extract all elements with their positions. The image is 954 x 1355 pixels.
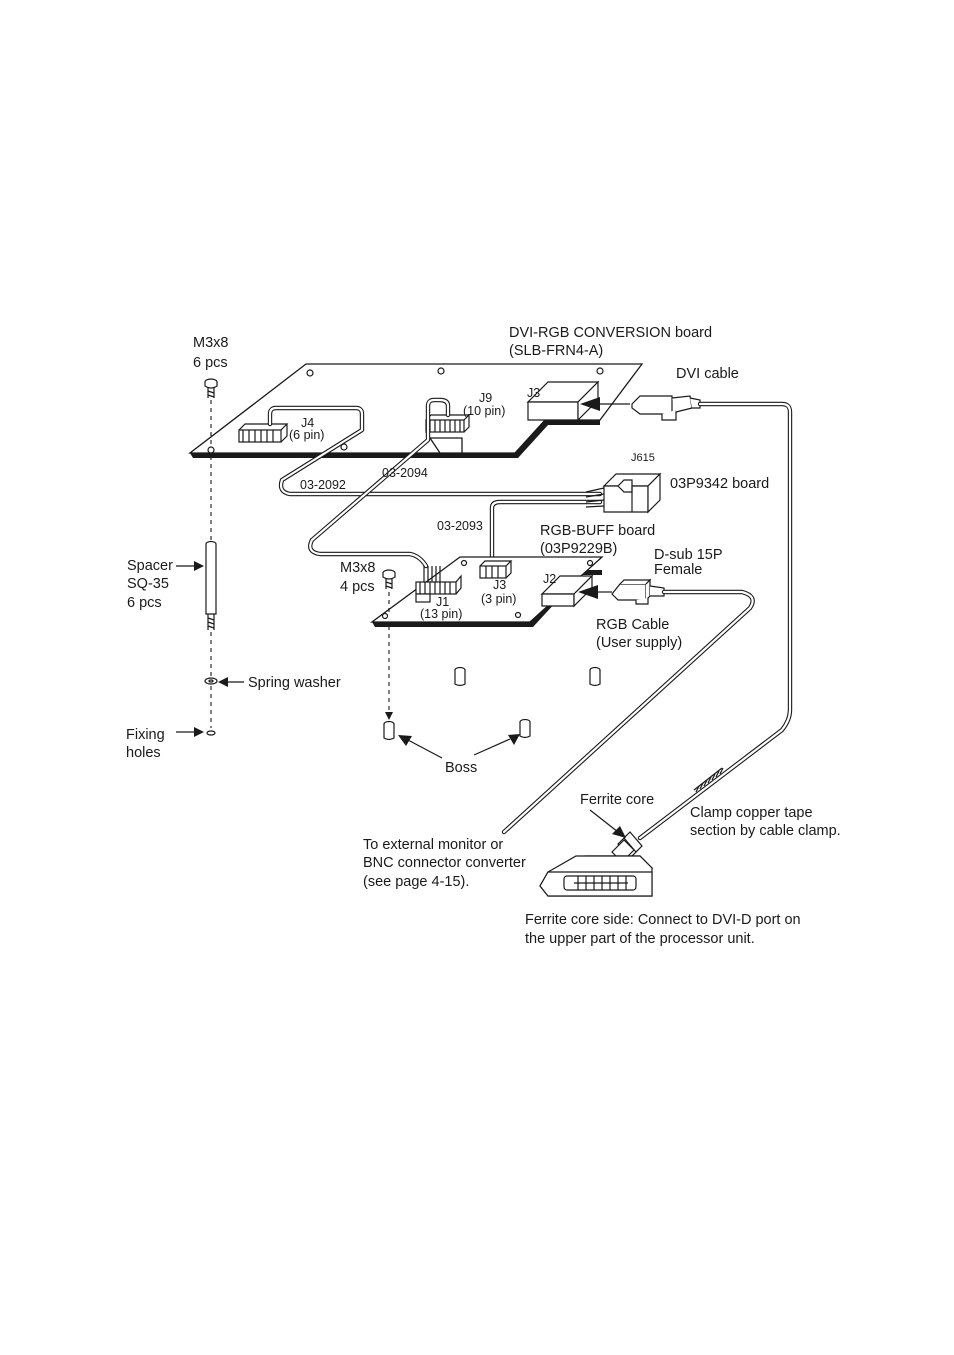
dvi-d-plug bbox=[539, 855, 654, 897]
fixing-holes-label-2: holes bbox=[126, 745, 161, 761]
clamp-copper-tape bbox=[693, 767, 724, 793]
rgb-insert-arrow bbox=[578, 585, 612, 599]
dvi-insert-arrow bbox=[580, 397, 630, 411]
ferrite-core-label: Ferrite core bbox=[580, 792, 654, 808]
j1-connector bbox=[415, 566, 462, 603]
dvi-rgb-board-model: (SLB-FRN4-A) bbox=[509, 343, 603, 359]
j1-pins-label: (13 pin) bbox=[420, 607, 462, 621]
external-monitor-label-3: (see page 4-15). bbox=[363, 874, 469, 890]
j615-label: J615 bbox=[631, 452, 655, 464]
clamp-label-2: section by cable clamp. bbox=[690, 823, 841, 839]
rgb-cable bbox=[501, 589, 755, 835]
boss-label: Boss bbox=[445, 760, 477, 776]
boss bbox=[589, 666, 601, 687]
screw-mid-arrow bbox=[385, 712, 393, 720]
cable-2093-label: 03-2093 bbox=[437, 519, 483, 533]
spring-washer-label: Spring washer bbox=[248, 675, 341, 691]
screw-mid-size: M3x8 bbox=[340, 560, 375, 576]
boss bbox=[383, 720, 395, 741]
screw-top bbox=[204, 378, 218, 398]
screw-top-qty: 6 pcs bbox=[193, 355, 228, 371]
board-03p9342-label: 03P9342 board bbox=[670, 476, 769, 492]
j615-connector bbox=[585, 472, 662, 514]
dsub-plug bbox=[611, 578, 665, 605]
spacer-label: Spacer bbox=[127, 558, 173, 574]
spacer bbox=[205, 540, 217, 630]
dvi-rgb-conversion-board bbox=[188, 363, 644, 458]
dvi-cable-label: DVI cable bbox=[676, 366, 739, 382]
boss bbox=[519, 718, 531, 739]
external-monitor-label: To external monitor or bbox=[363, 837, 503, 853]
dvi-cable bbox=[637, 401, 793, 841]
rgb-buff-board-label: RGB-BUFF board bbox=[540, 523, 655, 539]
fixing-hole bbox=[206, 730, 216, 736]
cable-2092-label: 03-2092 bbox=[300, 478, 346, 492]
rgb-cable-note: (User supply) bbox=[596, 635, 682, 651]
screw-top-size: M3x8 bbox=[193, 335, 228, 351]
cable-03-2094 bbox=[308, 397, 451, 569]
j4-label: J4 bbox=[301, 416, 314, 430]
rgb-cable-label: RGB Cable bbox=[596, 617, 669, 633]
cable-03-2093 bbox=[489, 499, 603, 567]
spring-washer bbox=[204, 677, 218, 685]
j4-connector bbox=[238, 423, 289, 443]
spacer-leader bbox=[176, 561, 204, 571]
fixing-leader bbox=[176, 727, 204, 737]
spacer-model: SQ-35 bbox=[127, 576, 169, 592]
dsub-gender-label: Female bbox=[654, 562, 702, 578]
j3-top-label: J3 bbox=[527, 386, 540, 400]
j9-label: J9 bbox=[479, 391, 492, 405]
j4-pins-label: (6 pin) bbox=[289, 428, 324, 442]
external-monitor-label-2: BNC connector converter bbox=[363, 855, 526, 871]
j3-mid-pins-label: (3 pin) bbox=[481, 592, 516, 606]
dvi-rgb-board-label: DVI-RGB CONVERSION board bbox=[509, 325, 712, 341]
j3-top-connector bbox=[526, 380, 600, 422]
boss bbox=[454, 666, 466, 687]
j9-pins-label: (10 pin) bbox=[463, 404, 505, 418]
ferrite-side-note-2: the upper part of the processor unit. bbox=[525, 931, 755, 947]
clamp-label: Clamp copper tape bbox=[690, 805, 813, 821]
screw-mid-qty: 4 pcs bbox=[340, 579, 375, 595]
j3-mid-label: J3 bbox=[493, 578, 506, 592]
washer-leader bbox=[218, 677, 244, 687]
spacer-qty: 6 pcs bbox=[127, 595, 162, 611]
rgb-buff-board-model: (03P9229B) bbox=[540, 541, 617, 557]
dvi-cable-plug bbox=[631, 395, 701, 421]
cable-2094-label: 03-2094 bbox=[382, 466, 428, 480]
dsub-label: D-sub 15P bbox=[654, 547, 723, 563]
j1-label: J1 bbox=[436, 595, 449, 609]
screw-mid bbox=[382, 569, 396, 589]
j2-label: J2 bbox=[543, 572, 556, 586]
fixing-holes-label: Fixing bbox=[126, 727, 165, 743]
ferrite-leader bbox=[589, 809, 626, 838]
cable-03-2092 bbox=[267, 405, 603, 497]
j3-mid-connector bbox=[479, 560, 513, 579]
boss-leaders bbox=[398, 734, 520, 759]
ferrite-side-note: Ferrite core side: Connect to DVI-D port… bbox=[525, 912, 801, 928]
